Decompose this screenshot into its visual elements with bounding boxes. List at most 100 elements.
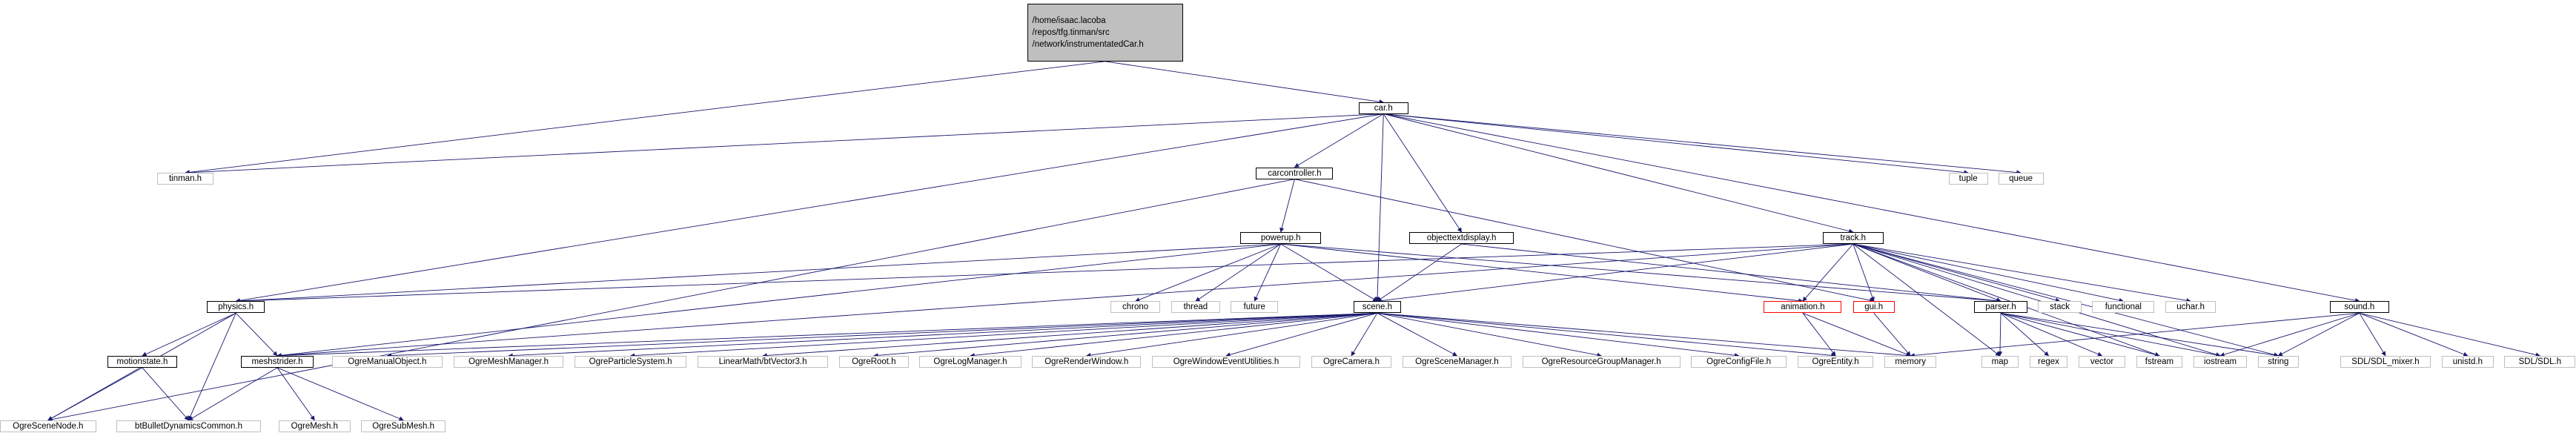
node-motionstate[interactable]: motionstate.h — [107, 355, 178, 368]
edge-powerup-to-physics — [235, 243, 1281, 304]
node-label: SDL/SDL_mixer.h — [2351, 357, 2420, 366]
edge-parser-to-iostream — [2000, 312, 2221, 357]
node-animation[interactable]: animation.h — [1764, 301, 1842, 314]
node-thread[interactable]: thread — [1171, 301, 1220, 314]
node-iostream[interactable]: iostream — [2193, 355, 2248, 368]
node-functional[interactable]: functional — [2092, 301, 2155, 314]
edge-sound-to-string — [2277, 312, 2360, 357]
node-label: SDL/SDL.h — [2518, 357, 2562, 366]
node-ogrerenderwindow[interactable]: OgreRenderWindow.h — [1032, 355, 1142, 368]
node-ogreparticlesystem[interactable]: OgreParticleSystem.h — [574, 355, 687, 368]
root-line-3: /network/instrumentatedCar.h — [1032, 39, 1144, 49]
edge-physics-to-meshstrider — [235, 313, 278, 357]
node-map[interactable]: map — [1981, 355, 2019, 368]
edge-scene-to-ogrescenemanager — [1377, 312, 1457, 357]
node-ogreentity[interactable]: OgreEntity.h — [1797, 355, 1874, 368]
node-label: OgreCamera.h — [1322, 357, 1380, 366]
edge-car-to-scene — [1374, 113, 1384, 302]
edge-powerup-to-thread — [1195, 243, 1281, 302]
node-tinman[interactable]: tinman.h — [157, 173, 213, 185]
node-label: OgreLogManager.h — [933, 357, 1007, 366]
edge-scene-to-ogreresourcegroupmanager — [1377, 312, 1602, 357]
node-btbullet[interactable]: btBulletDynamicsCommon.h — [116, 420, 261, 432]
node-memory[interactable]: memory — [1884, 355, 1937, 368]
node-sdl_mixer[interactable]: SDL/SDL_mixer.h — [2340, 355, 2431, 368]
node-vector[interactable]: vector — [2079, 355, 2126, 368]
edge-car-to-carcontroller — [1294, 113, 1384, 168]
node-regex[interactable]: regex — [2029, 355, 2068, 368]
node-ogrewindoweventutilities[interactable]: OgreWindowEventUtilities.h — [1151, 355, 1301, 368]
node-ogreconfigfile[interactable]: OgreConfigFile.h — [1691, 355, 1787, 368]
node-label: OgreParticleSystem.h — [589, 357, 672, 366]
node-label: iostream — [2204, 357, 2237, 366]
node-objecttextdisplay[interactable]: objecttextdisplay.h — [1409, 232, 1514, 245]
edge-car-to-tinman — [185, 113, 1384, 175]
node-string[interactable]: string — [2257, 355, 2299, 368]
node-ogrecamera[interactable]: OgreCamera.h — [1311, 355, 1392, 368]
edge-parser-to-fstream — [2000, 312, 2160, 357]
edge-track-to-parser — [1852, 243, 2001, 303]
node-uchar[interactable]: uchar.h — [2165, 301, 2216, 314]
edge-powerup-to-chrono — [1135, 243, 1281, 303]
node-label: OgreManualObject.h — [348, 357, 427, 366]
node-ogreresourcegroupmanager[interactable]: OgreResourceGroupManager.h — [1522, 355, 1681, 368]
node-scene[interactable]: scene.h — [1353, 301, 1401, 314]
node-future[interactable]: future — [1231, 301, 1279, 314]
node-unistd[interactable]: unistd.h — [2441, 355, 2494, 368]
node-ogremesh[interactable]: OgreMesh.h — [278, 420, 351, 432]
edge-scene-to-meshstrider — [277, 312, 1377, 358]
node-label: vector — [2090, 357, 2114, 366]
node-root-instrumentatedcar[interactable]: /home/isaac.lacoba /repos/tfg.tinman/src… — [1027, 3, 1184, 62]
node-label: chrono — [1122, 303, 1149, 312]
node-label: powerup.h — [1260, 234, 1301, 243]
node-physics[interactable]: physics.h — [207, 301, 265, 314]
node-chrono[interactable]: chrono — [1110, 301, 1161, 314]
node-powerup[interactable]: powerup.h — [1240, 232, 1322, 245]
edge-powerup-to-future — [1254, 243, 1282, 302]
node-queue[interactable]: queue — [1998, 173, 2044, 185]
node-btvector3[interactable]: LinearMath/btVector3.h — [697, 355, 829, 368]
edge-sound-to-sdl_mixer — [2359, 313, 2386, 357]
edge-carcontroller-to-gui — [1294, 179, 1875, 303]
node-car[interactable]: car.h — [1359, 102, 1408, 114]
node-sdl[interactable]: SDL/SDL.h — [2504, 355, 2576, 368]
node-ogrescenenode[interactable]: OgreSceneNode.h — [0, 420, 96, 432]
node-fstream[interactable]: fstream — [2136, 355, 2183, 368]
node-label: motionstate.h — [116, 357, 168, 366]
edge-scene-to-ogrecamera — [1351, 313, 1378, 357]
node-carcontroller[interactable]: carcontroller.h — [1256, 167, 1334, 179]
node-label: OgreSceneNode.h — [13, 421, 84, 431]
edge-scene-to-ogremeshmanager — [508, 312, 1377, 358]
node-ogremeshmanager[interactable]: OgreMeshManager.h — [453, 355, 564, 368]
edge-powerup-to-animation — [1280, 243, 1804, 303]
node-label: objecttextdisplay.h — [1426, 234, 1497, 243]
node-label: uchar.h — [2176, 303, 2205, 312]
edge-track-to-map — [1852, 243, 2001, 357]
node-label: stack — [2050, 303, 2070, 312]
node-parser[interactable]: parser.h — [1974, 301, 2027, 314]
edge-scene-to-ogrewindoweventutilities — [1225, 312, 1378, 357]
edge-sound-to-unistd — [2359, 312, 2469, 357]
edge-animation-to-memory — [1802, 312, 1911, 357]
edge-gui-to-memory — [1873, 313, 1911, 357]
node-gui[interactable]: gui.h — [1852, 301, 1895, 314]
edge-track-to-fstream — [1852, 243, 2160, 357]
edge-track-to-iostream — [1852, 243, 2221, 357]
node-sound[interactable]: sound.h — [2329, 301, 2390, 314]
node-ogrelogmanager[interactable]: OgreLogManager.h — [919, 355, 1022, 368]
edge-car-to-sound — [1383, 113, 2360, 303]
node-ogrescenemanager[interactable]: OgreSceneManager.h — [1402, 355, 1512, 368]
node-ogreroot[interactable]: OgreRoot.h — [838, 355, 909, 368]
edge-animation-to-ogreentity — [1802, 313, 1836, 357]
node-track[interactable]: track.h — [1822, 232, 1884, 245]
node-meshstrider[interactable]: meshstrider.h — [240, 355, 314, 368]
node-label: animation.h — [1781, 303, 1825, 312]
edge-sound-to-iostream — [2219, 312, 2360, 357]
node-stack[interactable]: stack — [2038, 301, 2082, 314]
node-ogremanualobject[interactable]: OgreManualObject.h — [331, 355, 443, 368]
edge-scene-to-memory — [1377, 312, 1911, 358]
node-label: queue — [2009, 174, 2033, 184]
node-ogresubmesh[interactable]: OgreSubMesh.h — [361, 420, 446, 432]
node-tuple[interactable]: tuple — [1948, 173, 1988, 185]
